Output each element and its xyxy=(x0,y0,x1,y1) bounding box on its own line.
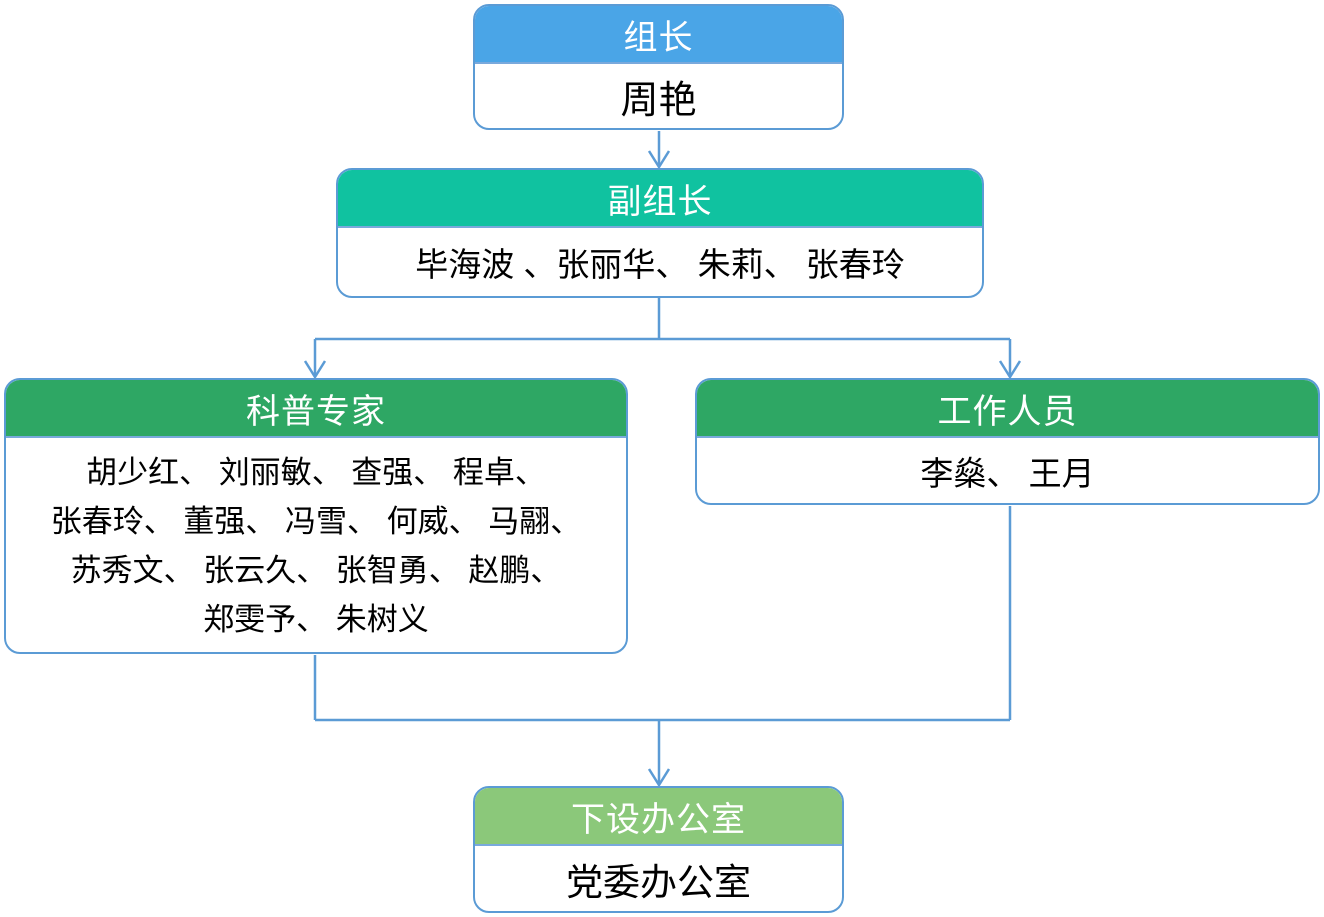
experts-name-line: 苏秀文、 张云久、 张智勇、 赵鹏、 xyxy=(70,553,562,588)
arrowhead-staff xyxy=(998,360,1022,380)
node-staff-title: 工作人员 xyxy=(697,380,1318,438)
node-experts-members: 胡少红、 刘丽敏、 查强、 程卓、 张春玲、 董强、 冯雪、 何威、 马翮、 苏… xyxy=(6,438,626,652)
node-leader-title: 组长 xyxy=(475,6,842,64)
arrowhead-office xyxy=(647,768,671,788)
node-office: 下设办公室 党委办公室 xyxy=(473,786,844,913)
node-experts-title: 科普专家 xyxy=(6,380,626,438)
node-deputy: 副组长 毕海波 、张丽华、 朱莉、 张春玲 xyxy=(336,168,984,298)
experts-name-line: 胡少红、 刘丽敏、 查强、 程卓、 xyxy=(86,455,546,490)
experts-name-line: 郑雯予、 朱树义 xyxy=(203,602,429,637)
arrowhead-experts xyxy=(303,360,327,380)
node-deputy-title: 副组长 xyxy=(338,170,982,228)
node-office-members: 党委办公室 xyxy=(566,861,751,903)
experts-name-line: 张春玲、 董强、 冯雪、 何威、 马翮、 xyxy=(50,504,582,539)
node-leader-members: 周艳 xyxy=(620,79,697,122)
arrowhead-deputy xyxy=(647,150,671,170)
node-staff: 工作人员 李燊、 王月 xyxy=(695,378,1320,505)
node-office-title: 下设办公室 xyxy=(475,788,842,846)
node-leader: 组长 周艳 xyxy=(473,4,844,130)
node-staff-members: 李燊、 王月 xyxy=(920,454,1095,492)
node-experts: 科普专家 胡少红、 刘丽敏、 查强、 程卓、 张春玲、 董强、 冯雪、 何威、 … xyxy=(4,378,628,654)
node-deputy-members: 毕海波 、张丽华、 朱莉、 张春玲 xyxy=(415,246,905,283)
